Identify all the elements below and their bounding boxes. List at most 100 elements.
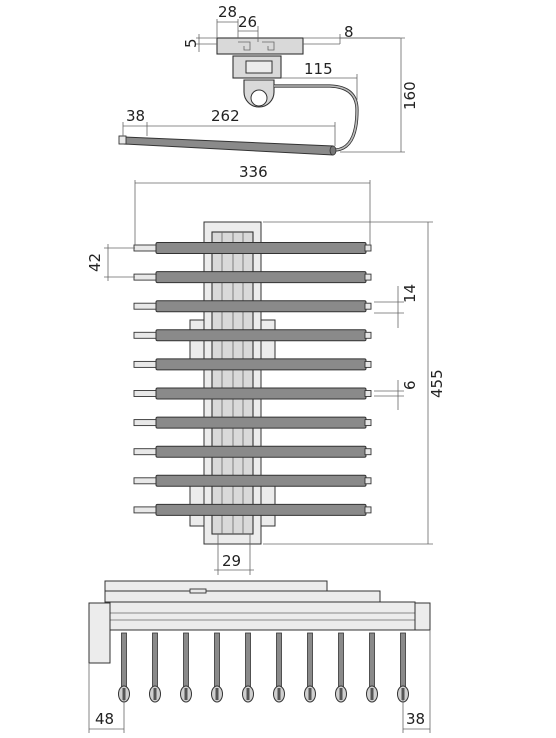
dim-label-8: 8 (344, 23, 354, 41)
hook-core (122, 688, 126, 700)
dimension-38-side: 38 (402, 630, 431, 733)
hook-core (339, 688, 343, 700)
rod-tip (118, 135, 127, 145)
dim-label-29: 29 (222, 552, 241, 570)
bracket-slot-profile (238, 41, 275, 51)
dim-label-42: 42 (86, 253, 104, 272)
rod-top-view (123, 136, 334, 156)
hook-core (370, 688, 374, 700)
rod-pin (133, 506, 158, 514)
rod-pin (133, 477, 158, 485)
dim-label-38-side: 38 (406, 710, 425, 728)
hook-2 (149, 632, 161, 703)
hook-core (246, 688, 250, 700)
hook-group (118, 632, 409, 703)
frame-right-clip-bottom (260, 479, 276, 527)
dimension-29: 29 (214, 534, 254, 575)
rod-bar (155, 300, 367, 313)
side-second-rail (104, 590, 381, 603)
dimension-26: 26 (238, 13, 259, 42)
dim-label-455: 455 (428, 369, 446, 398)
rod-pin (133, 273, 158, 281)
rod-1 (133, 242, 372, 254)
dimension-6: 6 (374, 380, 419, 410)
rod-bar (155, 242, 367, 254)
rod-pin (133, 419, 158, 427)
hook-stem (121, 632, 127, 688)
dim-label-6: 6 (401, 380, 419, 390)
hook-core (215, 688, 219, 700)
rod-8 (133, 445, 372, 458)
rod-9 (133, 474, 372, 487)
rod-bar (155, 329, 367, 342)
hook-4 (211, 632, 223, 703)
top-view: 28 26 5 8 115 160 (118, 3, 419, 156)
rod-end (364, 360, 372, 368)
rod-end-cap (329, 145, 337, 156)
dimension-14: 14 (374, 284, 419, 328)
rod-2 (133, 271, 372, 284)
rod-end (364, 244, 372, 252)
rod-pin (133, 360, 158, 368)
curved-arm-outline (274, 84, 359, 152)
side-right-bracket (414, 602, 431, 631)
rod-bar (155, 271, 367, 284)
hook-core (153, 688, 157, 700)
hook-1 (118, 632, 130, 703)
rod-end (364, 390, 372, 397)
dimension-336: 336 (134, 163, 371, 245)
rod-pin (133, 390, 158, 397)
hook-core (184, 688, 188, 700)
rod-pin (133, 302, 158, 310)
side-view: 48 38 (88, 580, 431, 733)
hook-core (277, 688, 281, 700)
mounting-bracket (216, 37, 304, 108)
front-frame (189, 221, 276, 545)
rod-6 (133, 387, 372, 400)
hook-stem (152, 632, 158, 688)
rod-end (364, 448, 372, 456)
hook-stem (183, 632, 189, 688)
dim-label-262: 262 (211, 107, 240, 125)
dim-label-26: 26 (238, 13, 257, 31)
rod-group (133, 242, 372, 516)
rod-bar (155, 445, 367, 458)
hook-3 (180, 632, 192, 703)
dim-label-14: 14 (401, 284, 419, 303)
rod-pin (133, 244, 158, 252)
hook-stem (276, 632, 282, 688)
side-rail-clip (189, 588, 207, 594)
hook-stem (338, 632, 344, 688)
hinge-hole (250, 89, 268, 107)
rod-end (364, 331, 372, 339)
hook-stem (307, 632, 313, 688)
frame-left-clip-bottom (189, 479, 205, 527)
dimension-28: 28 (216, 3, 239, 38)
dim-label-115: 115 (304, 60, 333, 78)
rod-end (364, 506, 372, 514)
dim-label-38-top: 38 (126, 107, 145, 125)
side-main-beam (109, 601, 416, 631)
side-left-bracket (88, 602, 111, 664)
rod-end (364, 273, 372, 281)
rod-bar (155, 416, 367, 429)
dimension-455: 455 (263, 221, 446, 545)
rod-3 (133, 300, 372, 313)
dimension-160: 160 (340, 37, 419, 153)
dimension-5: 5 (182, 34, 217, 52)
rod-4 (133, 329, 372, 342)
rod-bar (155, 503, 367, 516)
hook-core (308, 688, 312, 700)
rod-pin (133, 331, 158, 339)
dim-label-28: 28 (218, 3, 237, 21)
curved-arm-fill (274, 85, 358, 151)
rod-bar (155, 387, 367, 400)
dim-label-336: 336 (239, 163, 268, 181)
hook-8 (335, 632, 347, 703)
bracket-window (245, 60, 273, 74)
rod-bar (155, 358, 367, 371)
hook-stem (245, 632, 251, 688)
dimension-42: 42 (86, 244, 135, 281)
